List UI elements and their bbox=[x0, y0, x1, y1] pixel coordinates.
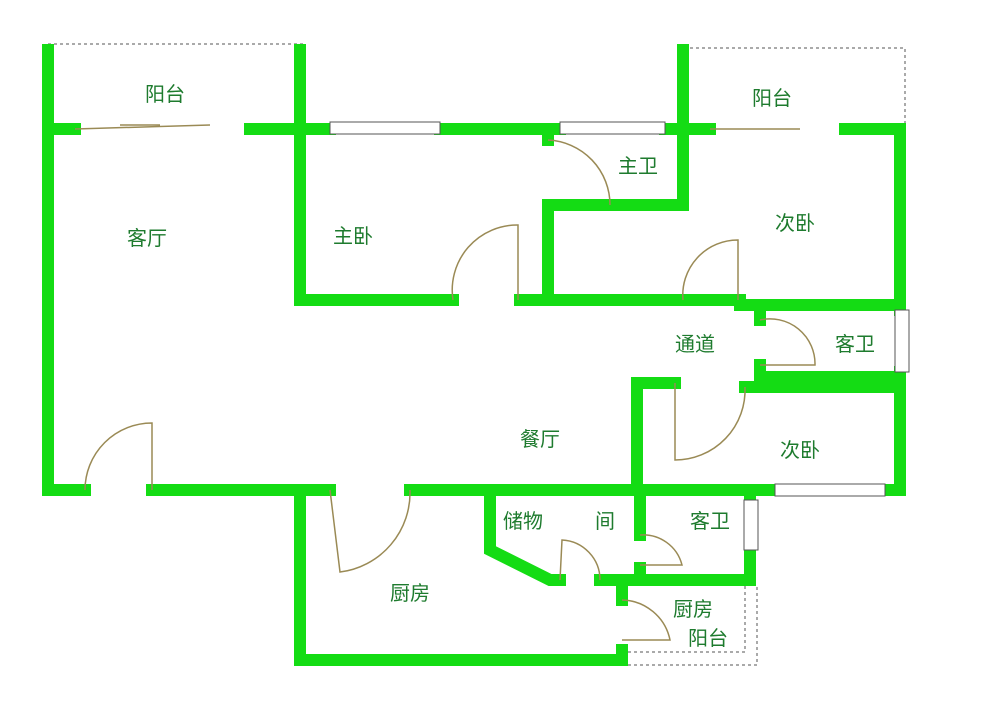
room-label-corridor: 通道 bbox=[675, 332, 715, 356]
room-label-balcony-right: 阳台 bbox=[752, 86, 792, 110]
room-label-storage: 储物 bbox=[503, 509, 543, 533]
room-label-living-room: 客厅 bbox=[127, 226, 167, 250]
walls bbox=[42, 44, 906, 666]
room-label-guest-bath-bottom: 客卫 bbox=[690, 509, 730, 533]
room-label-guest-bath-top: 客卫 bbox=[835, 332, 875, 356]
room-label-master-bedroom: 主卧 bbox=[333, 224, 373, 248]
room-label-kitchen: 厨房 bbox=[390, 581, 430, 605]
room-label-storage-suffix: 间 bbox=[595, 509, 615, 533]
room-label-master-bath: 主卫 bbox=[618, 154, 658, 178]
room-label-kitchen-balcony-suffix: 阳台 bbox=[688, 626, 728, 650]
balcony-outlines bbox=[48, 43, 906, 666]
room-label-second-bedroom-top: 次卧 bbox=[775, 211, 815, 235]
windows bbox=[329, 121, 910, 551]
room-label-dining-room: 餐厅 bbox=[520, 427, 560, 451]
room-label-kitchen-balcony: 厨房 bbox=[673, 597, 713, 621]
doors bbox=[74, 124, 816, 641]
room-label-second-bedroom-bottom: 次卧 bbox=[780, 438, 820, 462]
room-label-balcony-left: 阳台 bbox=[145, 82, 185, 106]
